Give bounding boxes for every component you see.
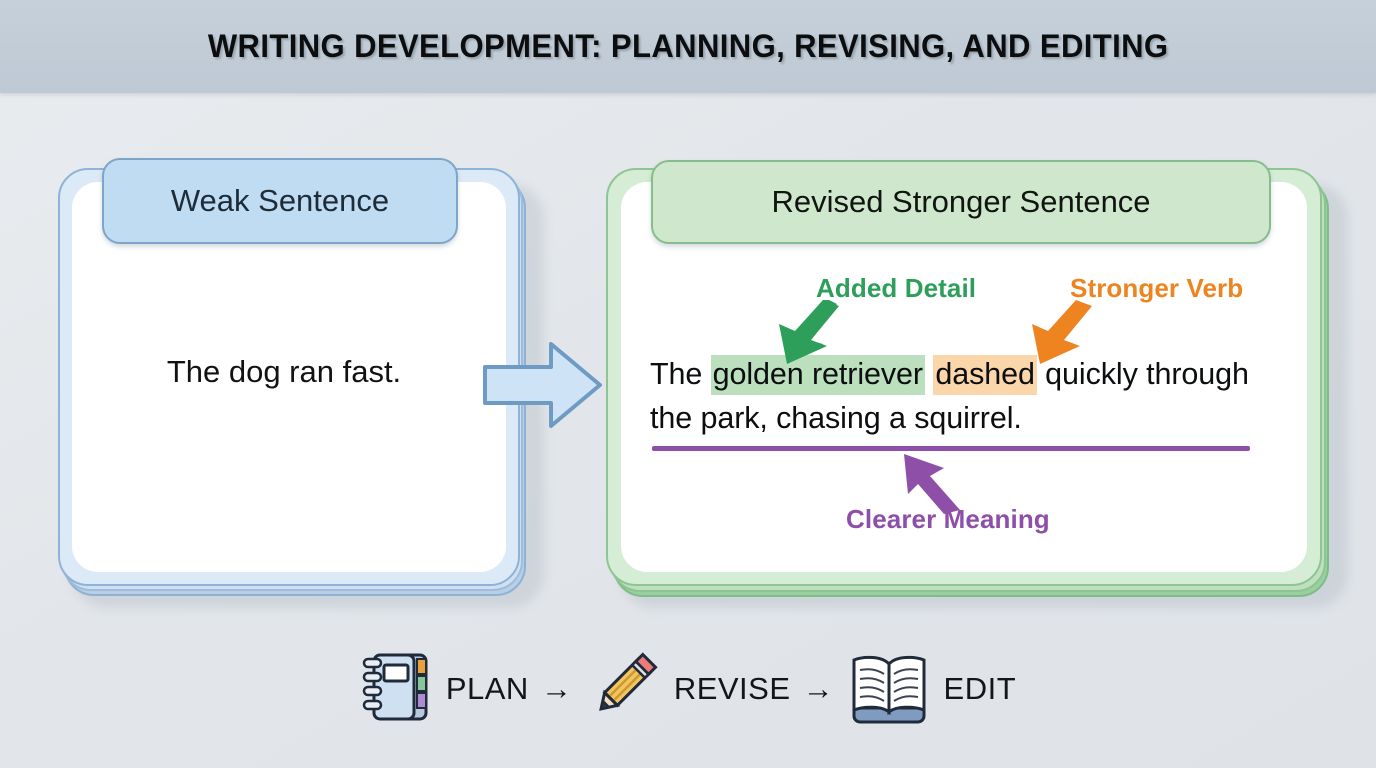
sentence-suffix: quickly through the park, chasing a squi… [650, 357, 1249, 435]
down-left-arrow-icon-added-detail [767, 298, 843, 366]
process-step-label-edit: EDIT [943, 671, 1017, 706]
weak-sentence-text: The dog ran fast. [166, 354, 402, 389]
process-step-label-revise: REVISE [673, 671, 791, 706]
weak-sentence-tab-label: Weak Sentence [170, 183, 390, 218]
highlight-stronger-verb: dashed [933, 355, 1037, 395]
right-arrow-icon [481, 337, 605, 433]
pencil-icon [584, 648, 662, 731]
highlight-added-detail: golden retriever [710, 355, 925, 395]
process-step-label-plan: PLAN [445, 671, 529, 706]
process-separator-1: → [540, 671, 572, 706]
sentence-prefix: The [650, 357, 711, 391]
page-title: WRITING DEVELOPMENT: PLANNING, REVISING,… [207, 28, 1169, 64]
card-face [72, 182, 506, 572]
annotation-label-stronger-verb: Stronger Verb [1070, 273, 1244, 303]
up-left-arrow-icon-clearer-meaning [900, 452, 972, 514]
revised-sentence-tab-label: Revised Stronger Sentence [771, 184, 1151, 219]
process-row: PLAN → REVISE → [0, 644, 1376, 734]
down-left-arrow-icon-stronger-verb [1020, 300, 1096, 366]
weak-sentence-tab[interactable]: Weak Sentence [102, 158, 458, 244]
revised-sentence-tab[interactable]: Revised Stronger Sentence [651, 160, 1271, 244]
process-separator-2: → [802, 671, 834, 706]
annotation-label-added-detail: Added Detail [816, 273, 977, 303]
revised-sentence-text: The golden retriever dashed quickly thro… [650, 352, 1266, 440]
notebook-icon [360, 649, 434, 730]
clearer-meaning-underline [652, 446, 1250, 451]
header-band: WRITING DEVELOPMENT: PLANNING, REVISING,… [0, 0, 1376, 93]
revised-sentence-card [606, 168, 1348, 608]
open-book-icon [846, 650, 932, 729]
